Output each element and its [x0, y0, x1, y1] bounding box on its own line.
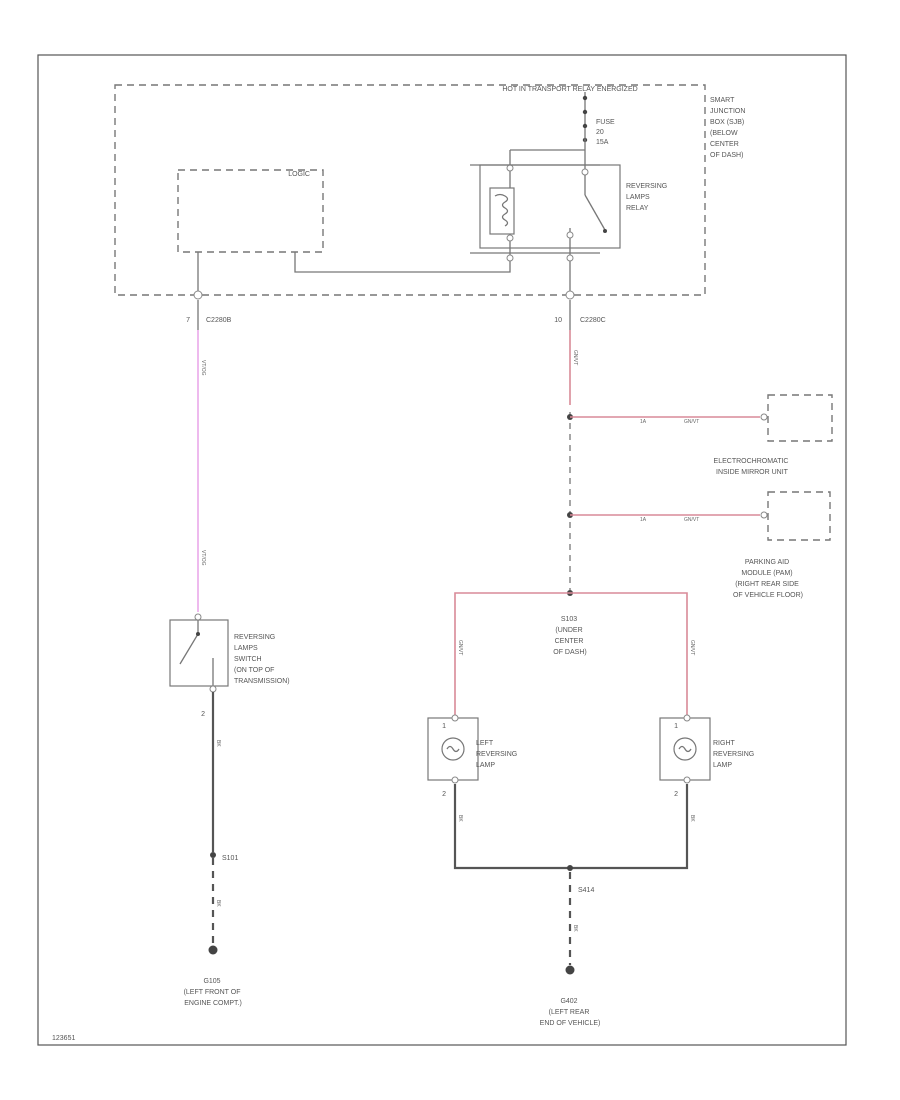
splice-s101-label: S101	[222, 855, 238, 862]
right-lamp-pin-bottom	[683, 776, 691, 784]
fuse-node-top	[582, 95, 588, 101]
pam-pin	[760, 511, 768, 519]
lamp-ground-wire	[453, 784, 689, 870]
logic-box	[177, 169, 324, 253]
wire-code-mirror: GN/VT	[684, 419, 699, 425]
sjb-label: SMART JUNCTION BOX (SJB) (BELOW CENTER O…	[710, 97, 747, 159]
wire-pin-pam: 1A	[640, 517, 647, 523]
fuse-node-2	[582, 123, 588, 129]
logic-to-relay-wire	[294, 252, 511, 273]
connector-c2280c-label: C2280C	[580, 317, 606, 324]
left-lamp-pin-top	[451, 714, 459, 722]
relay-switch-pin-top	[581, 168, 589, 176]
left-lamp-pin-bottom	[451, 776, 459, 784]
left-lamp-pin-top-number: 1	[442, 723, 446, 730]
wire-code-left-top: VT/OG	[200, 360, 206, 376]
wire-code-left-lamp-feed: GN/VT	[457, 640, 463, 655]
ground-g105-icon	[208, 945, 218, 955]
relay-label: REVERSING LAMPS RELAY	[626, 183, 669, 212]
wire-code-left-bottom: VT/OG	[200, 550, 206, 566]
left-lamp-label: LEFT REVERSING LAMP	[476, 740, 519, 769]
relay-output-lower-pin	[566, 254, 574, 262]
relay-coil-pin-top	[506, 164, 514, 172]
switch-pin-number: 2	[201, 711, 205, 718]
relay-output-pin	[566, 231, 574, 239]
ground-g105-label: G105 (LEFT FRONT OF ENGINE COMPT.)	[184, 978, 243, 1007]
right-lamp-filament-icon	[678, 745, 692, 753]
ground-g402-label: G402 (LEFT REAR END OF VEHICLE)	[540, 998, 601, 1027]
right-lamp-pin-top	[683, 714, 691, 722]
switch-pin-top	[194, 613, 202, 621]
left-lamp-filament-icon	[446, 745, 460, 753]
logic-label: LOGIC	[288, 171, 310, 178]
relay-switch-contact	[603, 229, 607, 233]
inside-mirror-unit-box	[767, 394, 833, 442]
relay-coil-icon	[489, 187, 515, 235]
ground-g402-icon	[565, 965, 575, 975]
relay-coil-pin-bottom	[506, 234, 514, 242]
right-lamp-pin-top-number: 1	[674, 723, 678, 730]
smart-junction-box-outline	[114, 84, 706, 296]
switch-label: REVERSING LAMPS SWITCH (ON TOP OF TRANSM…	[234, 634, 290, 685]
connector-c2280c	[565, 290, 575, 300]
switch-arm-icon	[179, 633, 199, 665]
connector-c2280b	[193, 290, 203, 300]
fuse-label: FUSE 20 15A	[596, 119, 617, 146]
wire-code-pam: GN/VT	[684, 517, 699, 523]
right-lamp-pin-bottom-number: 2	[674, 791, 678, 798]
switch-pin-bottom	[209, 685, 217, 693]
right-lamp-label: RIGHT REVERSING LAMP	[713, 740, 756, 769]
parking-aid-module-label: PARKING AID MODULE (PAM) (RIGHT REAR SID…	[733, 559, 803, 599]
connector-c2280b-label: C2280B	[206, 317, 232, 324]
mirror-pin	[760, 413, 768, 421]
reversing-lamps-switch-box	[169, 619, 229, 687]
splice-s414	[567, 865, 573, 871]
switch-pivot	[196, 632, 200, 636]
wire-code-g402: BK	[572, 925, 578, 932]
wire-code-g105: BK	[215, 900, 221, 907]
wire-code-left-lamp-ground: BK	[457, 815, 463, 822]
connector-c2280b-pin: 7	[186, 317, 190, 324]
fuse-node-1	[582, 109, 588, 115]
wire-code-right-lamp-feed: GN/VT	[689, 640, 695, 655]
lamp-feed-wire	[454, 592, 688, 715]
coil-winding-icon	[494, 193, 509, 227]
splice-s101	[210, 852, 216, 858]
relay-switch-arm-icon	[584, 194, 606, 231]
diagram-frame	[37, 54, 847, 1046]
hot-in-transport-label: HOT IN TRANSPORT RELAY ENERGIZED	[502, 86, 637, 93]
parking-aid-module-box	[767, 491, 831, 541]
wire-code-right-lamp-ground: BK	[689, 815, 695, 822]
wire-code-right-top: GN/VT	[572, 350, 578, 365]
wire-code-switch-ground: BK	[215, 740, 221, 747]
connector-c2280c-pin: 10	[554, 317, 562, 324]
splice-s414-label: S414	[578, 887, 594, 894]
splice-s103-label: S103 (UNDER CENTER OF DASH)	[553, 616, 586, 656]
diagram-code: 123651	[52, 1035, 75, 1042]
left-lamp-pin-bottom-number: 2	[442, 791, 446, 798]
relay-coil-ground-pin	[506, 254, 514, 262]
wire-pin-mirror: 1A	[640, 419, 647, 425]
inside-mirror-label: ELECTROCHROMATIC INSIDE MIRROR UNIT	[714, 458, 791, 476]
